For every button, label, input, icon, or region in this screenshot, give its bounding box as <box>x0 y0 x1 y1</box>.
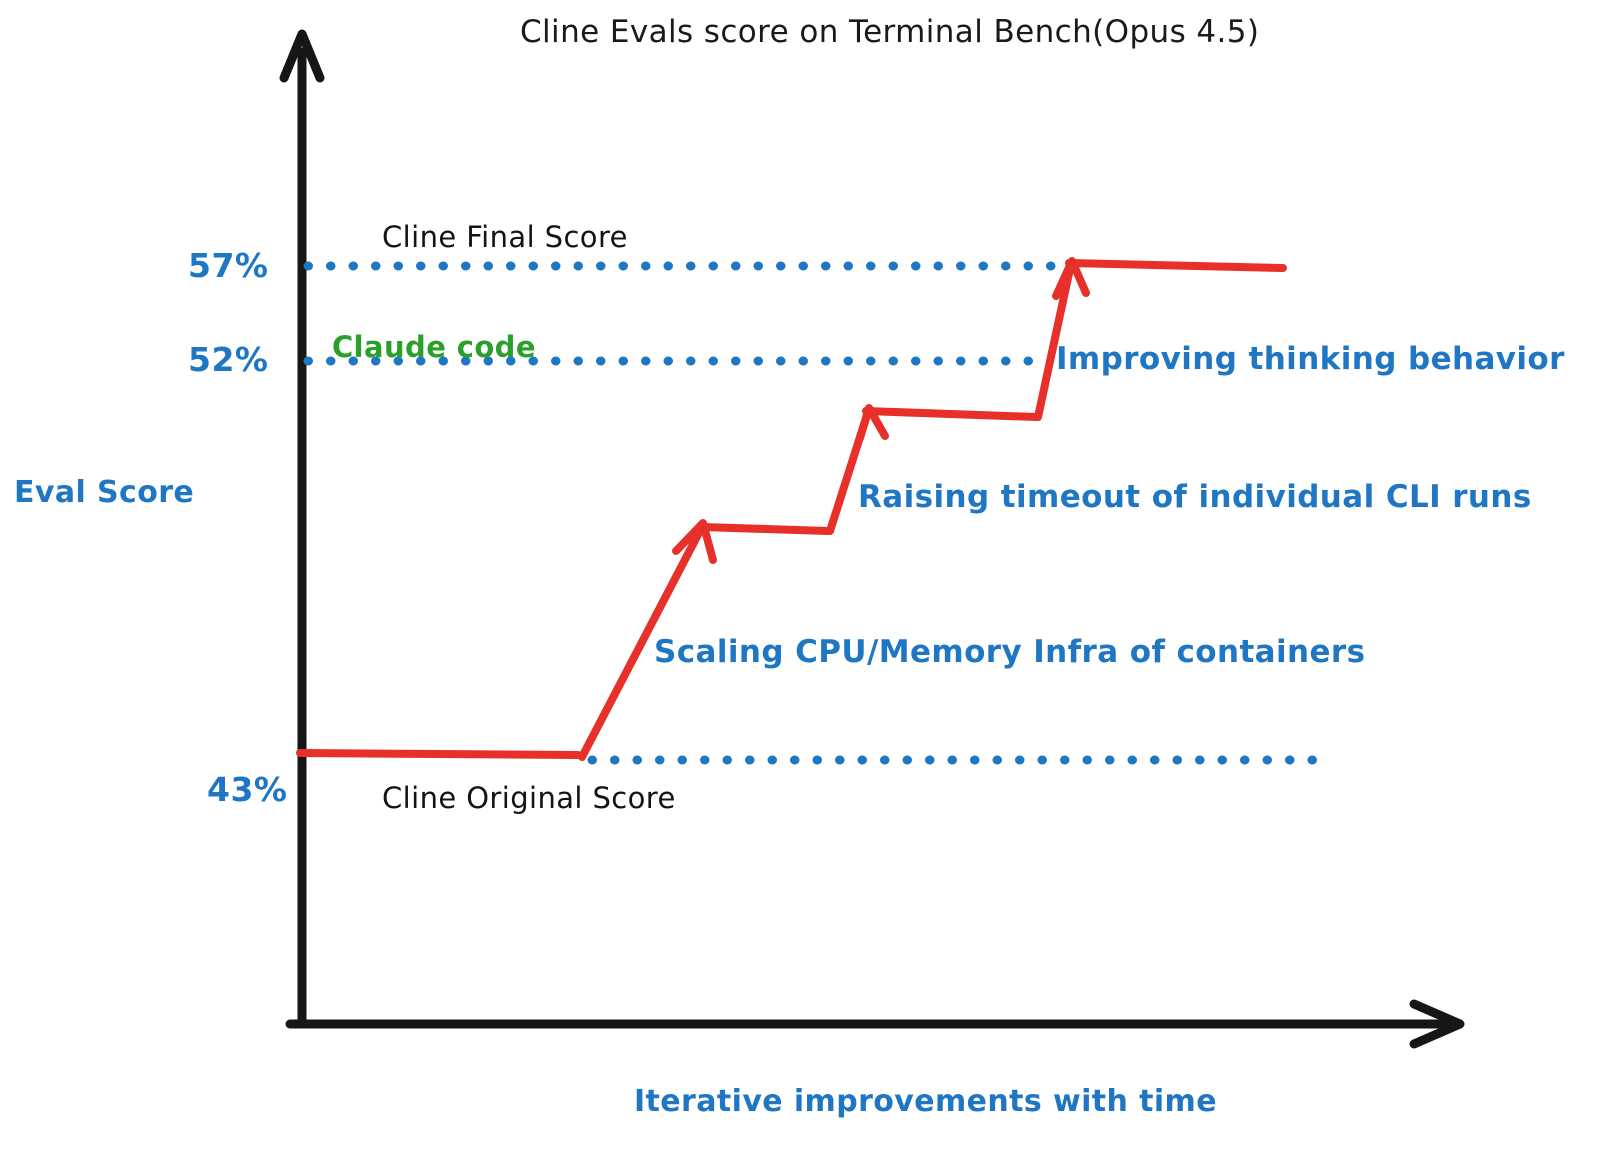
segment-plateau-57 <box>1065 259 1287 272</box>
reference-lines-group <box>303 261 1335 765</box>
annotation-scaling-infra: Scaling CPU/Memory Infra of containers <box>654 634 1366 670</box>
x-axis-arrowhead-icon <box>1409 999 1465 1049</box>
segment-rise-1 <box>578 523 706 761</box>
annotation-cline-final-score: Cline Final Score <box>382 220 628 254</box>
segment-baseline-43 <box>296 749 582 759</box>
segment-plateau-2 <box>862 407 1040 421</box>
annotation-claude-code: Claude code <box>332 330 536 364</box>
annotation-improving-thinking-behavior: Improving thinking behavior <box>1056 341 1565 377</box>
eval-score-step-line <box>296 257 1287 761</box>
y-tick-label-43: 43% <box>207 770 288 809</box>
arrowhead-rise-1-icon <box>672 519 717 564</box>
axis-group <box>279 29 1465 1049</box>
annotation-raising-timeout: Raising timeout of individual CLI runs <box>858 479 1532 515</box>
y-tick-label-52: 52% <box>188 340 269 379</box>
y-axis-label: Eval Score <box>14 475 195 510</box>
segment-plateau-1 <box>698 523 832 535</box>
y-axis-arrowhead-icon <box>279 29 325 83</box>
annotation-cline-original-score: Cline Original Score <box>382 781 676 815</box>
x-axis-label: Iterative improvements with time <box>634 1084 1217 1119</box>
y-tick-label-57: 57% <box>188 246 269 285</box>
segment-rise-3 <box>1034 260 1075 421</box>
chart-title: Cline Evals score on Terminal Bench(Opus… <box>520 14 1260 50</box>
